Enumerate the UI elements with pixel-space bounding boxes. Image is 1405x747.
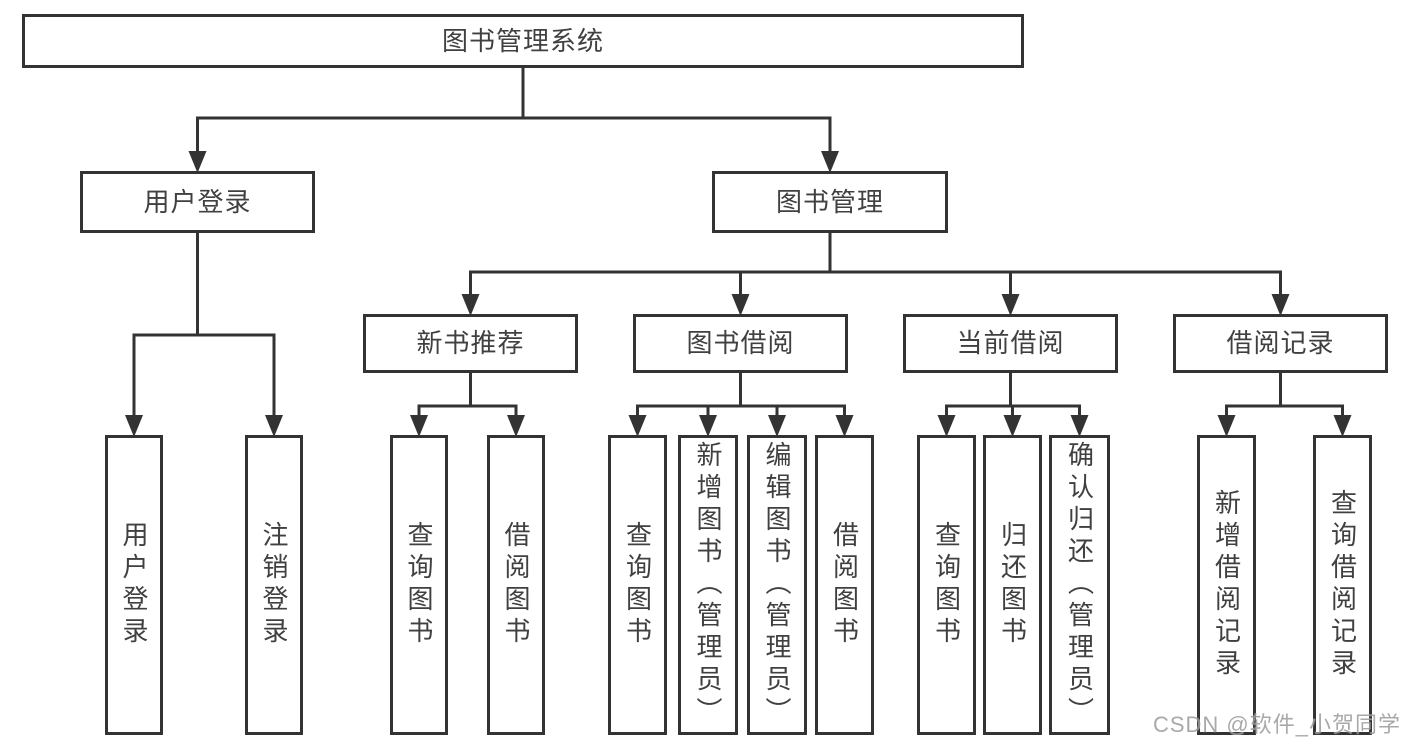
node-new-book-rec: 新书推荐	[363, 314, 578, 373]
node-root: 图书管理系统	[22, 14, 1024, 68]
arrowhead-icon	[768, 415, 786, 437]
node-cb-return: 归还图书	[983, 435, 1042, 735]
node-user-login: 用户登录	[80, 171, 315, 233]
node-label: 查询图书	[622, 521, 653, 649]
arrowhead-icon	[1271, 294, 1290, 316]
node-label: 借阅图书	[829, 521, 860, 649]
connector-root	[188, 66, 839, 173]
node-label: 查询借阅记录	[1327, 489, 1358, 681]
arrowhead-icon	[937, 415, 956, 437]
node-label: 图书管理	[775, 186, 884, 217]
connector-line	[636, 371, 846, 425]
arrowhead-icon	[1217, 415, 1236, 437]
node-logout-op: 注销登录	[245, 435, 303, 735]
arrowhead-icon	[699, 415, 717, 437]
connector-user-login	[125, 231, 283, 437]
connector-book-borrow	[628, 371, 854, 437]
connector-line	[1225, 371, 1344, 425]
connector-borrow-records	[1217, 371, 1352, 437]
arrowhead-icon	[1003, 415, 1022, 437]
node-label: 新增图书（管理员）	[693, 441, 723, 729]
arrowhead-icon	[628, 415, 647, 437]
connector-line	[132, 231, 276, 425]
node-label: 查询图书	[931, 521, 962, 649]
node-bb-borrow: 借阅图书	[815, 435, 874, 735]
node-current-borrow: 当前借阅	[903, 314, 1118, 373]
node-label: 编辑图书（管理员）	[762, 441, 792, 729]
node-label: 确认归还（管理员）	[1064, 441, 1095, 729]
node-bb-edit: 编辑图书（管理员）	[747, 435, 807, 735]
arrowhead-icon	[507, 415, 525, 437]
node-label: 新书推荐	[416, 328, 525, 359]
node-label: 新增借阅记录	[1211, 489, 1242, 681]
node-label: 查询图书	[404, 521, 434, 649]
arrowhead-icon	[1333, 415, 1352, 437]
arrowhead-icon	[1001, 294, 1020, 316]
node-label: 归还图书	[997, 521, 1028, 649]
node-cb-query: 查询图书	[917, 435, 976, 735]
arrowhead-icon	[835, 415, 854, 437]
arrowhead-icon	[265, 415, 283, 437]
arrowhead-icon	[821, 151, 839, 173]
node-label: 图书管理系统	[441, 25, 604, 56]
arrowhead-icon	[125, 415, 143, 437]
connector-line	[417, 371, 518, 425]
arrowhead-icon	[1070, 415, 1089, 437]
connector-line	[945, 371, 1081, 425]
node-label: 注销登录	[259, 521, 289, 649]
node-label: 借阅图书	[501, 521, 531, 649]
arrowhead-icon	[731, 294, 750, 316]
node-nb-borrow: 借阅图书	[487, 435, 545, 735]
node-br-query: 查询借阅记录	[1313, 435, 1372, 735]
node-label: 用户登录	[143, 186, 252, 217]
node-book-borrow: 图书借阅	[633, 314, 848, 373]
node-label: 当前借阅	[956, 328, 1065, 359]
node-br-add: 新增借阅记录	[1197, 435, 1256, 735]
node-label: 图书借阅	[686, 328, 795, 359]
node-bb-add: 新增图书（管理员）	[678, 435, 738, 735]
node-label: 用户登录	[119, 521, 149, 649]
watermark: CSDN @软件_小贺同学	[1152, 712, 1401, 737]
node-label: 借阅记录	[1226, 328, 1335, 359]
arrowhead-icon	[410, 415, 428, 437]
node-book-mgmt: 图书管理	[712, 171, 948, 233]
node-login-op: 用户登录	[105, 435, 163, 735]
node-nb-query: 查询图书	[390, 435, 448, 735]
arrowhead-icon	[188, 151, 207, 173]
node-cb-confirm: 确认归还（管理员）	[1049, 435, 1110, 735]
node-bb-query: 查询图书	[608, 435, 667, 735]
connector-book-mgmt	[461, 231, 1290, 316]
node-borrow-records: 借阅记录	[1173, 314, 1388, 373]
connector-new-book-rec	[410, 371, 525, 437]
arrowhead-icon	[461, 294, 480, 316]
connector-current-borrow	[937, 371, 1089, 437]
connector-line	[469, 231, 1282, 304]
connector-line	[196, 66, 832, 161]
